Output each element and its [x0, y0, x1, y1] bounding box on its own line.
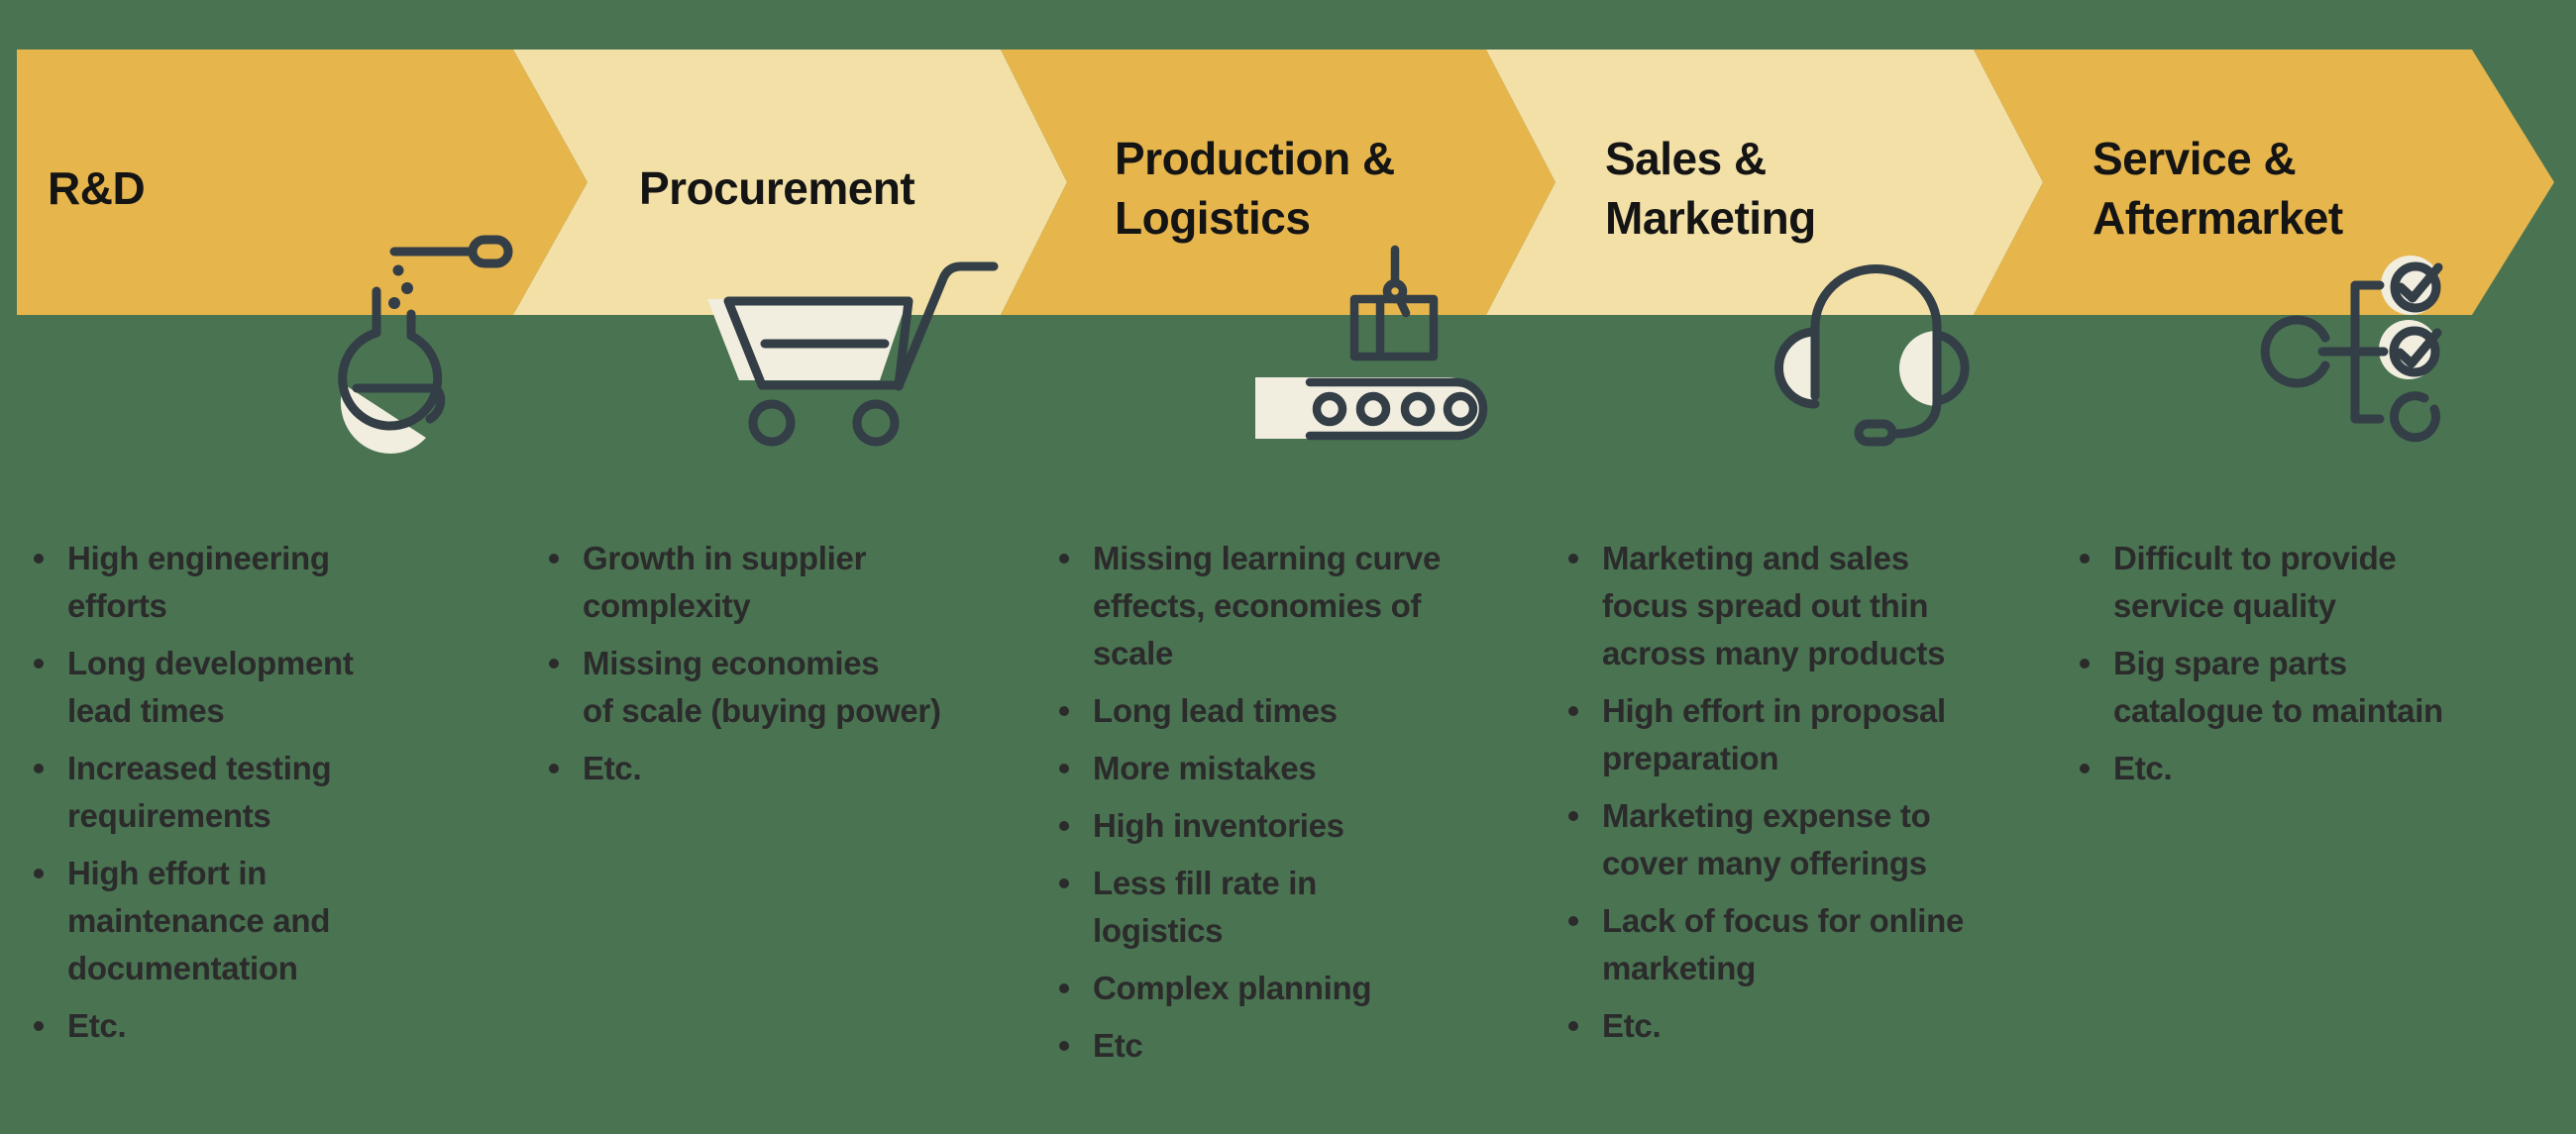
headset-icon [1774, 264, 1970, 447]
headset-band [1810, 264, 1942, 406]
list-item: Long lead times [1058, 687, 1441, 735]
headset-earcup-right [1932, 330, 1970, 406]
stage-title-sales-marketing: Sales & Marketing [1605, 133, 1816, 244]
headset-earcup-left [1774, 327, 1820, 409]
list-item: Big spare parts catalogue to maintain [2080, 640, 2443, 735]
list-item: Less fill rate in logistics [1058, 860, 1441, 955]
checklist-hub-circle [2260, 315, 2330, 388]
checklist-icon [2260, 256, 2443, 443]
list-item: Missing economies of scale (buying power… [549, 640, 941, 735]
conveyor-box [1349, 294, 1439, 361]
bullet-list-service-aftermarket: Difficult to provide service quality Big… [2080, 535, 2443, 802]
cart-wheel-right [852, 399, 900, 447]
list-item: Marketing and sales focus spread out thi… [1567, 535, 1964, 677]
chevron-procurement [513, 50, 1067, 315]
conveyor-roller-1 [1312, 391, 1347, 427]
list-item: Etc. [2080, 745, 2443, 792]
conveyor-roller-4 [1443, 391, 1478, 427]
list-item: High engineering efforts [34, 535, 354, 630]
stage-title-rnd: R&D [48, 162, 146, 214]
list-item: Etc. [549, 745, 941, 792]
list-item: Long development lead times [34, 640, 354, 735]
list-item: Missing learning curve effects, economie… [1058, 535, 1441, 677]
cart-wheel-left [748, 399, 796, 447]
list-item: High effort in maintenance and documenta… [34, 850, 354, 992]
stage-title-service-aftermarket: Service & Aftermarket [2093, 133, 2343, 244]
dropper-drops [388, 264, 413, 309]
checklist-circle-mid [2389, 326, 2440, 377]
bullet-list-procurement: Growth in supplier complexity Missing ec… [549, 535, 941, 802]
list-item: Difficult to provide service quality [2080, 535, 2443, 630]
checklist-check-top [2396, 262, 2443, 303]
chevron-service [1974, 50, 2554, 315]
bullet-list-production-logistics: Missing learning curve effects, economie… [1058, 535, 1441, 1080]
list-item: Growth in supplier complexity [549, 535, 941, 630]
conveyor-belt-outline [1305, 377, 1488, 441]
list-item: High effort in proposal preparation [1567, 687, 1964, 782]
checklist-branch-top [2350, 280, 2385, 357]
list-item: Etc. [34, 1002, 354, 1050]
list-item: Lack of focus for online marketing [1567, 897, 1964, 992]
checklist-circle-bottom [2390, 391, 2440, 443]
list-item: Etc. [1567, 1002, 1964, 1050]
list-item: Etc [1058, 1022, 1441, 1070]
headset-mic [1854, 419, 1897, 447]
dropper-bulb [468, 235, 513, 268]
stage-title-production-logistics: Production & Logistics [1115, 133, 1395, 244]
checklist-branch-bottom [2350, 347, 2385, 424]
cart-handle [894, 261, 999, 391]
conveyor-roller-2 [1355, 391, 1391, 427]
list-item: Complex planning [1058, 965, 1441, 1012]
list-item: Increased testing requirements [34, 745, 354, 840]
flask-outline [338, 286, 443, 431]
flask-dropper-icon [338, 235, 513, 455]
flask-liquid-line [352, 383, 446, 424]
cart-basket-outline [723, 296, 913, 390]
headset-mic-boom [1889, 396, 1942, 439]
bullet-list-rnd: High engineering efforts Long developmen… [34, 535, 354, 1060]
conveyor-roller-3 [1400, 391, 1436, 427]
list-item: More mistakes [1058, 745, 1441, 792]
bullet-list-sales-marketing: Marketing and sales focus spread out thi… [1567, 535, 1964, 1060]
flask-liquid-fill [340, 384, 426, 455]
checklist-check-mid [2395, 328, 2442, 368]
conveyor-belt-icon [1255, 245, 1488, 441]
list-item: Marketing expense to cover many offering… [1567, 792, 1964, 887]
headset-earpad-right-fill [1899, 331, 1937, 406]
stage-title-procurement: Procurement [639, 162, 915, 214]
list-item: High inventories [1058, 802, 1441, 850]
checklist-circle-top [2390, 261, 2441, 313]
shopping-cart-icon [707, 261, 999, 447]
chevron-production [1001, 50, 1556, 315]
chevron-sales [1486, 50, 2043, 315]
